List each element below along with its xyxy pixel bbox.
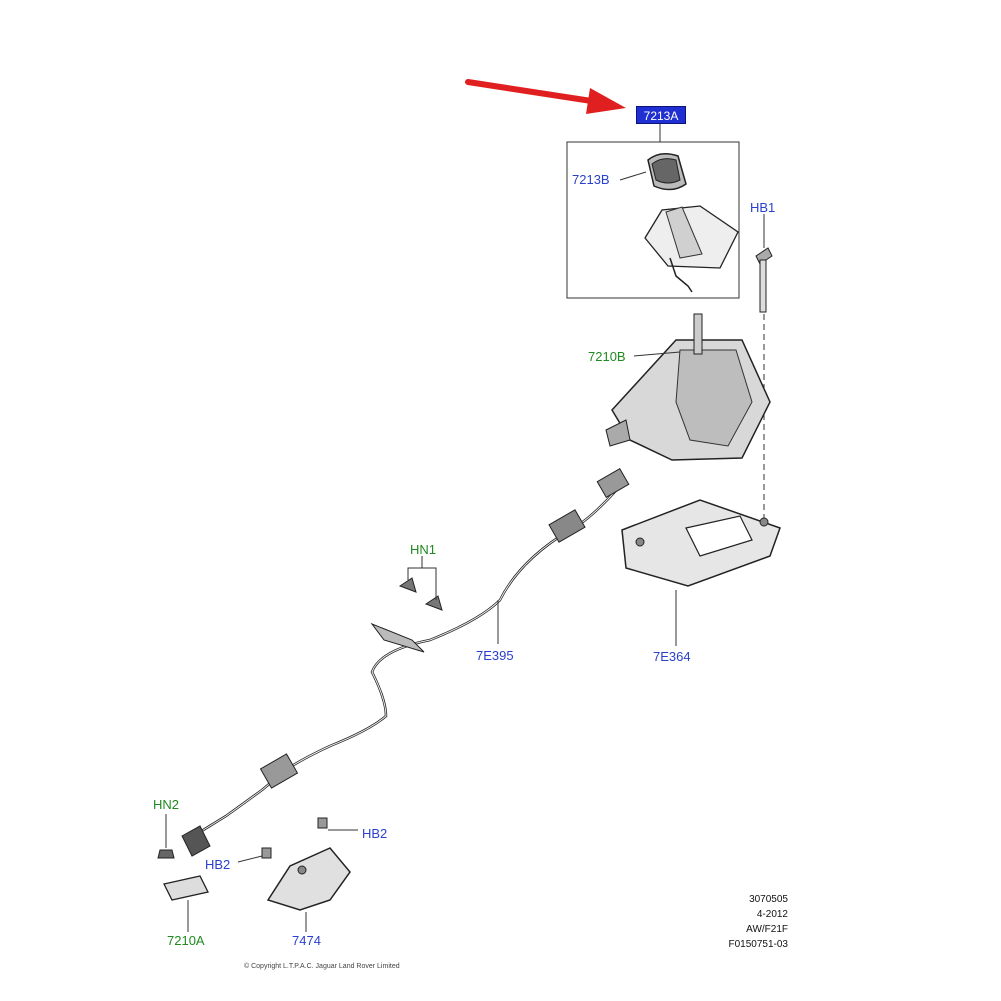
- part-label-hn1[interactable]: HN1: [410, 542, 437, 557]
- info-line: 4-2012: [756, 909, 788, 920]
- kit-box: [566, 141, 740, 299]
- shift-boot-part: [644, 205, 739, 293]
- bracket-7474-part: [266, 847, 351, 932]
- part-label-7e395[interactable]: 7E395: [476, 648, 514, 663]
- part-label-hb1[interactable]: HB1: [750, 200, 776, 215]
- part-label-7474[interactable]: 7474: [292, 933, 321, 948]
- info-line: AW/F21F: [746, 924, 788, 935]
- cable-end-part: [181, 825, 211, 857]
- selector-assembly-part: [605, 313, 771, 461]
- selected-part-badge[interactable]: 7213A: [636, 106, 686, 124]
- shift-knob-part: [619, 153, 687, 191]
- hb2-bolts-part: [237, 817, 358, 863]
- bracket-7210a-part: [163, 875, 209, 932]
- diagram-info-block: 3070505 4-2012 AW/F21F F0150751-03: [708, 892, 789, 952]
- part-label-7213b[interactable]: 7213B: [572, 172, 610, 187]
- hb1-bolt-part: [755, 214, 773, 520]
- hn2-nut-part: [157, 814, 175, 859]
- part-label-hn2[interactable]: HN2: [153, 797, 180, 812]
- part-label-hb2-right[interactable]: HB2: [362, 826, 388, 841]
- shift-cable-part: [199, 468, 630, 834]
- base-plate-part: [621, 499, 781, 646]
- red-arrow-icon: [465, 79, 626, 114]
- part-label-7210b[interactable]: 7210B: [588, 349, 626, 364]
- hn1-clips-part: [398, 556, 443, 611]
- info-line: 3070505: [749, 894, 788, 905]
- part-label-7e364[interactable]: 7E364: [653, 649, 691, 664]
- copyright-text: © Copyright L.T.P.A.C. Jaguar Land Rover…: [244, 963, 400, 970]
- part-label-7210a[interactable]: 7210A: [167, 933, 205, 948]
- info-line: F0150751-03: [728, 939, 789, 950]
- part-label-hb2-left[interactable]: HB2: [205, 857, 231, 872]
